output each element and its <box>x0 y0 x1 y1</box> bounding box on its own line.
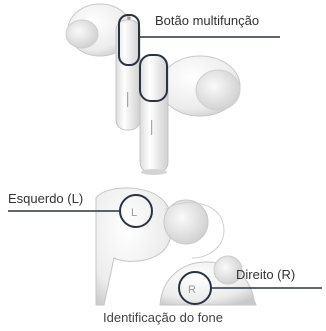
earbud-front: ━━━━━ <box>139 54 241 175</box>
right-earbud-closeup: R <box>159 255 257 306</box>
right-earbud-label: Direito (R) <box>236 267 296 282</box>
touch-area-highlight-front <box>139 54 168 102</box>
left-earbud-closeup: L <box>95 187 225 306</box>
earbud-back: ━━━━━ <box>65 3 141 131</box>
multifunction-button-label: Botão multifunção <box>155 13 260 28</box>
svg-text:━━━━━: ━━━━━ <box>148 119 154 136</box>
left-earbud-marking: L <box>131 207 137 219</box>
figure-caption: Identificação do fone <box>103 310 223 325</box>
touch-area-highlight-back <box>118 14 140 66</box>
svg-text:━━━━━: ━━━━━ <box>124 91 130 108</box>
right-earbud-marking: R <box>188 284 196 296</box>
left-earbud-label: Esquerdo (L) <box>8 191 84 206</box>
